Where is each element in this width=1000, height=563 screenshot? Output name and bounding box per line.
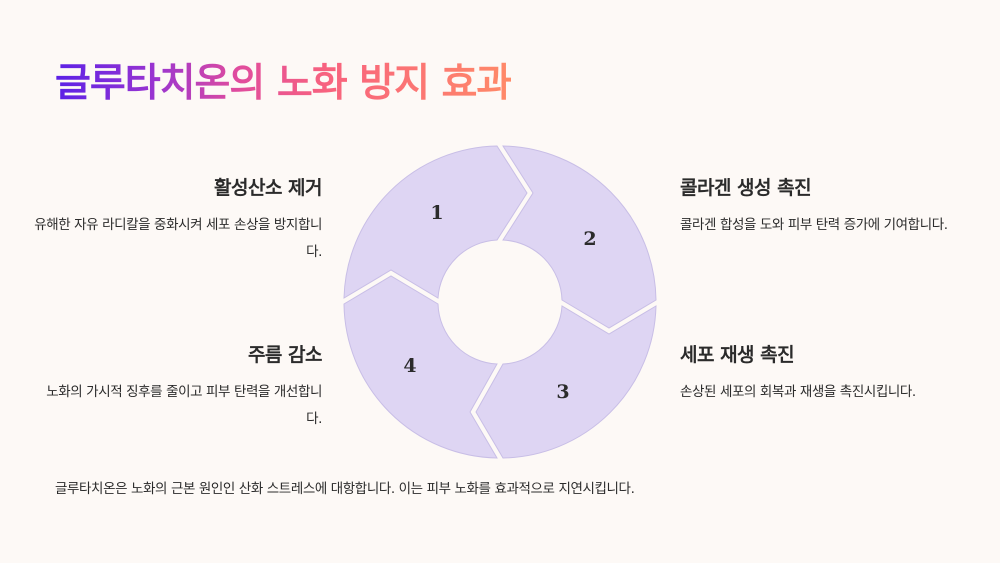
benefit-description: 손상된 세포의 회복과 재생을 촉진시킵니다. [680, 384, 916, 400]
benefit-heading: 콜라겐 생성 촉진 [680, 177, 812, 199]
segment-number-2: 2 [583, 228, 596, 250]
page-title: 글루타치온의 노화 방지 효과 [55, 58, 512, 110]
cycle-segment-4 [343, 275, 498, 459]
benefit-block-2: 콜라겐 생성 촉진 콜라겐 합성을 도와 피부 탄력 증가에 기여합니다. [680, 175, 970, 239]
benefit-description: 노화의 가시적 징후를 줄이고 피부 탄력을 개선합니다. [46, 384, 322, 427]
benefit-heading: 활성산소 제거 [214, 177, 323, 199]
cycle-segment-2 [502, 145, 657, 329]
benefit-description: 유해한 자유 라디칼을 중화시켜 세포 손상을 방지합니다. [34, 217, 322, 260]
segment-number-4: 4 [403, 355, 416, 377]
cycle-segment-3 [475, 305, 657, 459]
benefit-heading: 주름 감소 [247, 344, 323, 366]
summary-text: 글루타치온은 노화의 근본 원인인 산화 스트레스에 대항합니다. 이는 피부 … [55, 481, 635, 497]
benefit-description: 콜라겐 합성을 도와 피부 탄력 증가에 기여합니다. [680, 217, 948, 233]
segment-number-3: 3 [556, 381, 569, 403]
benefit-block-1: 활성산소 제거 유해한 자유 라디칼을 중화시켜 세포 손상을 방지합니다. [32, 175, 322, 266]
cycle-segment-1 [343, 145, 528, 299]
benefit-block-4: 주름 감소 노화의 가시적 징후를 줄이고 피부 탄력을 개선합니다. [32, 342, 322, 433]
benefit-block-3: 세포 재생 촉진 손상된 세포의 회복과 재생을 촉진시킵니다. [680, 342, 970, 406]
benefit-heading: 세포 재생 촉진 [680, 344, 795, 366]
segment-number-1: 1 [430, 202, 443, 224]
